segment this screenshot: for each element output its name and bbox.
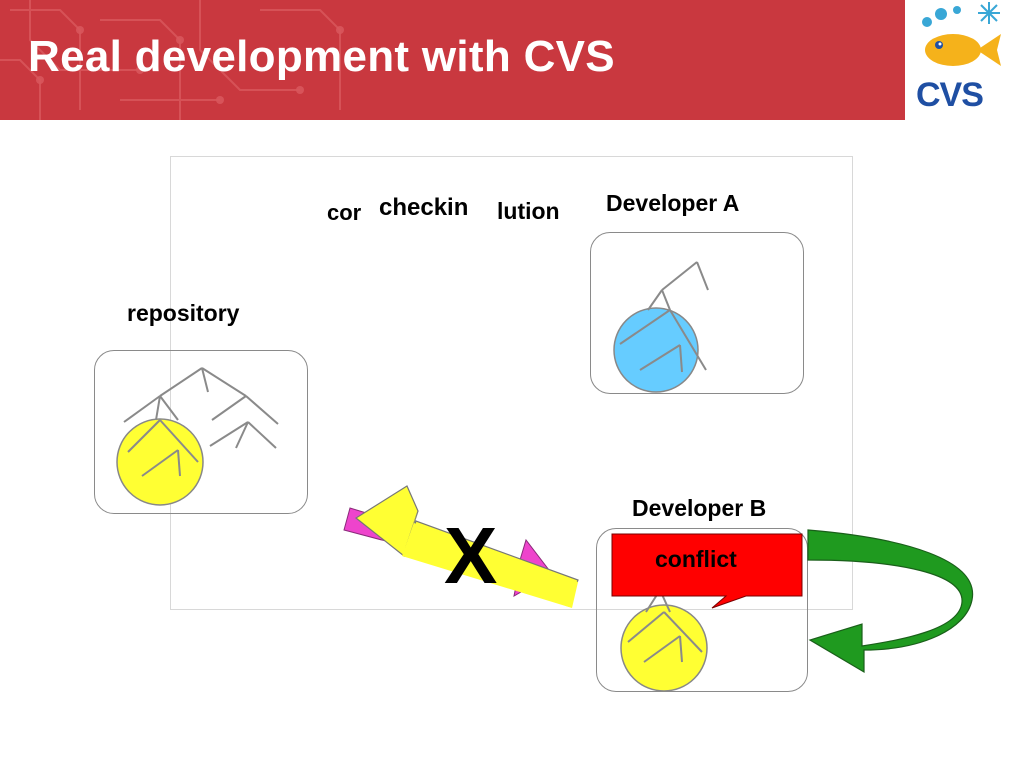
content-frame xyxy=(170,156,853,610)
label-fragment-left: cor xyxy=(327,200,362,225)
logo-text: CVS xyxy=(916,76,984,114)
label-developer-a: Developer A xyxy=(606,190,740,216)
commit-arrow-body xyxy=(402,511,578,608)
logo-area xyxy=(905,0,1024,120)
conflict-callout xyxy=(611,533,803,609)
label-checkin: checkin xyxy=(379,194,469,222)
slide-title: Real development with CVS xyxy=(28,32,615,81)
repository-box xyxy=(94,350,308,514)
developer-a-circle xyxy=(613,307,699,393)
fish-logo-icon xyxy=(922,2,1001,66)
developer-a-tree xyxy=(619,261,709,373)
label-repository: repository xyxy=(127,300,240,326)
label-developer-b: Developer B xyxy=(632,495,767,521)
blocked-x-mark: X xyxy=(444,511,498,600)
repository-tree xyxy=(123,367,279,477)
developer-b-box xyxy=(596,528,808,692)
conflict-label: conflict xyxy=(655,546,737,572)
slide-header: Real development with CVS xyxy=(0,0,905,120)
circuit-pattern-decoration xyxy=(0,0,344,120)
developer-a-box xyxy=(590,232,804,394)
label-fragment-right: lution xyxy=(497,198,560,224)
loop-arrow xyxy=(807,529,974,674)
